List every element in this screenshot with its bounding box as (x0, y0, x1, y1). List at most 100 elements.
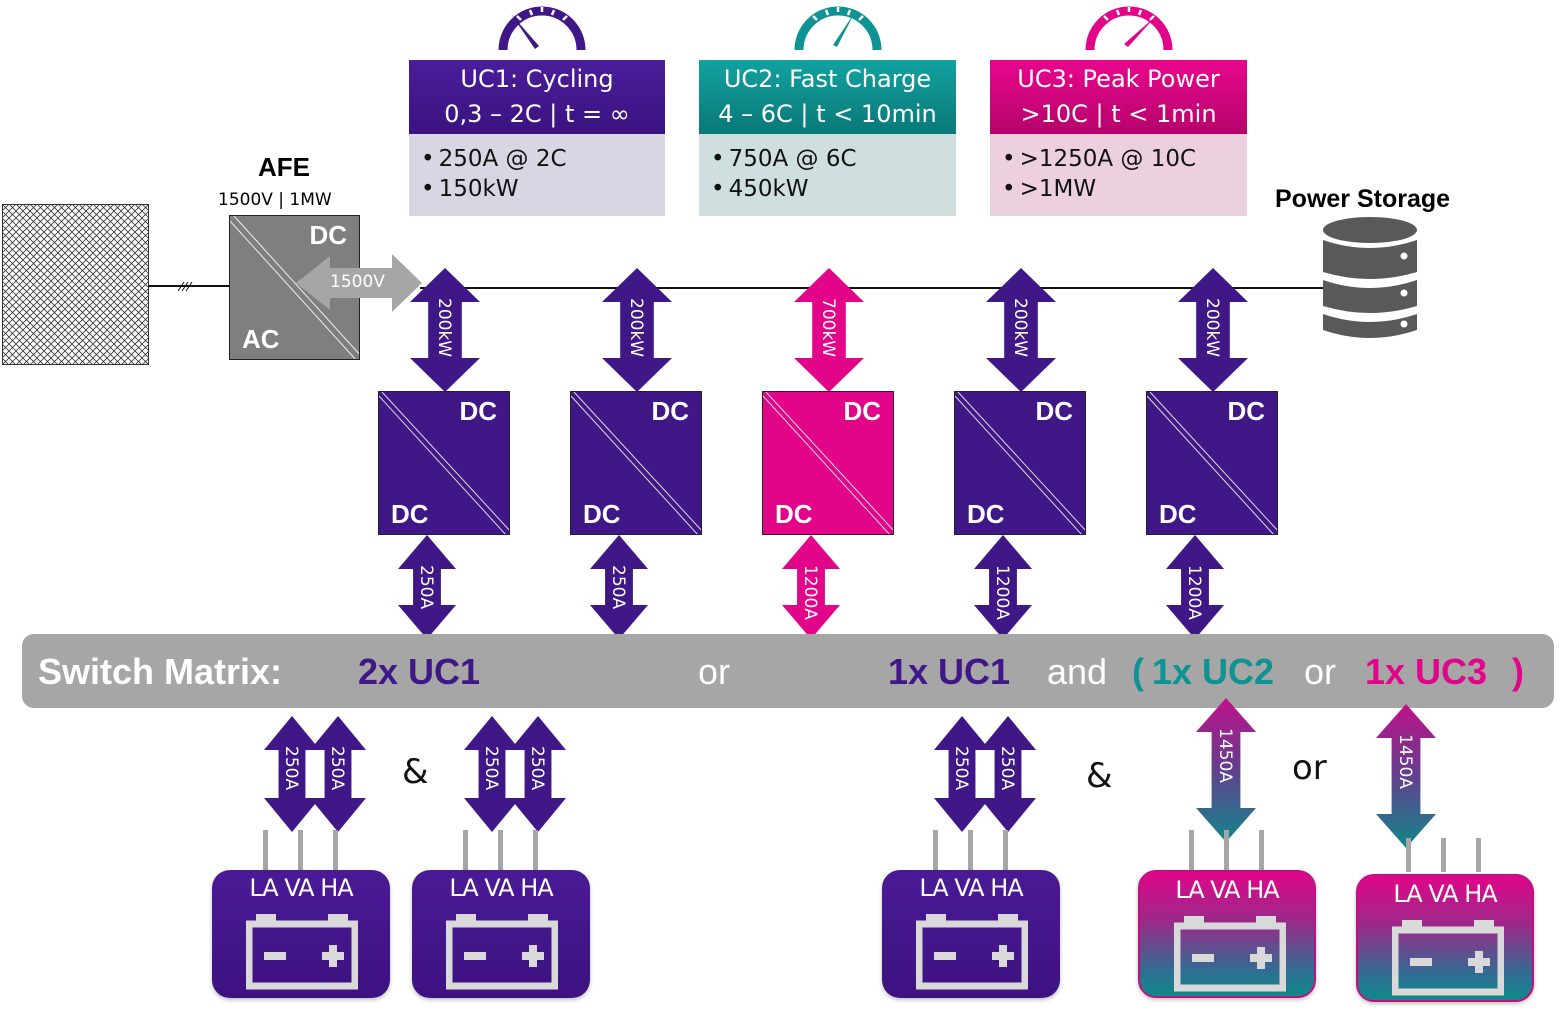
battery-terminal-labels: LA VA HA (1393, 880, 1497, 908)
converter-dc-bottom: DC (583, 499, 621, 529)
converter-input-arrow: 200kW (410, 268, 480, 392)
converter-dc-top: DC (843, 396, 881, 426)
bus-voltage-arrow (296, 254, 422, 312)
battery-icon (916, 914, 1028, 990)
converter-input-arrow: 700kW (794, 268, 864, 392)
converter-output-arrow: 250A (398, 535, 456, 639)
converter-dc-bottom: DC (1159, 499, 1197, 529)
high-current-arrow: 1450A (1376, 704, 1436, 848)
battery-terminal-pin (333, 830, 338, 872)
converter-output-arrow: 250A (590, 535, 648, 639)
uc2-details: 750A @ 6C 450kW (699, 134, 956, 216)
gauge-mid-icon (794, 6, 882, 51)
power-storage-title: Power Storage (1275, 185, 1451, 213)
database-icon (1323, 217, 1417, 338)
grid-connection-line (148, 281, 232, 292)
uc3-details: >1250A @ 10C >1MW (990, 134, 1247, 216)
converter-input-arrow: 200kW (986, 268, 1056, 392)
converter-input-arrow: 200kW (602, 268, 672, 392)
converter-output-arrow-label: 1200A (800, 565, 820, 620)
uc2-subtitle: 4 – 6C | t < 10min (718, 100, 937, 128)
battery-terminal-labels: LA VA HA (919, 874, 1023, 902)
uc3-header: UC3: Peak Power >10C | t < 1min (990, 60, 1247, 134)
pair-arrow-right-label: 250A (327, 746, 347, 791)
battery-icon (1392, 920, 1504, 996)
battery-terminal-pin (533, 830, 538, 872)
paren-close: ) (1512, 651, 1524, 692)
gauge-high-icon (1085, 6, 1173, 51)
uc1-details: 250A @ 2C 150kW (409, 134, 665, 216)
battery-under-test: LA VA HA (212, 870, 390, 998)
battery-terminal-pin (1003, 830, 1008, 872)
converter-output-arrow-label: 1200A (992, 565, 1012, 620)
afe-dc-label: DC (309, 220, 347, 250)
battery-terminal-labels: LA VA HA (249, 874, 353, 902)
uc3-bullet: >1MW (1002, 174, 1247, 204)
pair-arrow-left: 250A (264, 716, 320, 832)
converter-dc-top: DC (459, 396, 497, 426)
switch-matrix-bar: Switch Matrix: 2x UC1 or 1x UC1 and ( 1x… (22, 634, 1554, 708)
converter-input-arrow: 200kW (1178, 268, 1248, 392)
battery-icon (446, 914, 558, 990)
option-2x-uc1: 2x UC1 (358, 651, 481, 692)
dc-bus-line (420, 287, 1325, 289)
battery-terminal-pin (463, 830, 468, 872)
switch-matrix-label: Switch Matrix: (38, 651, 283, 692)
battery-icon (246, 914, 358, 990)
and-symbol: & (1086, 756, 1113, 796)
dc-dc-converter: DC DC (954, 391, 1086, 535)
converter-input-arrow-label: 200kW (626, 298, 646, 358)
battery-terminal-pin (1476, 838, 1481, 872)
battery-under-test: LA VA HA (412, 870, 590, 998)
dc-dc-converter: DC DC (1146, 391, 1278, 535)
uc2-bullet: 450kW (711, 174, 956, 204)
battery-under-test: LA VA HA (1138, 870, 1316, 998)
pair-arrow-left-label: 250A (951, 746, 971, 791)
and-separator: and (1047, 651, 1108, 692)
pair-arrow-right-label: 250A (527, 746, 547, 791)
option-1x-uc2: 1x UC2 (1152, 651, 1275, 692)
converter-output-arrow-label: 250A (608, 565, 628, 610)
battery-terminal-pin (1441, 838, 1446, 872)
uc1-bullet: 250A @ 2C (421, 144, 665, 174)
paren-open: ( (1132, 651, 1144, 692)
option-1x-uc1: 1x UC1 (888, 651, 1011, 692)
converter-input-arrow-label: 200kW (1202, 298, 1222, 358)
gauge-low-icon (498, 6, 586, 51)
or-separator: or (698, 651, 731, 692)
converter-output-arrow: 1200A (782, 535, 840, 639)
converter-output-arrow: 1200A (974, 535, 1032, 639)
uc3-subtitle: >10C | t < 1min (1020, 100, 1217, 128)
battery-terminal-pin (1224, 830, 1229, 872)
uc2-header: UC2: Fast Charge 4 – 6C | t < 10min (699, 60, 956, 134)
converter-output-arrow: 1200A (1166, 535, 1224, 639)
battery-under-test: LA VA HA (882, 870, 1060, 998)
battery-terminal-pin (1259, 830, 1264, 872)
battery-terminal-pin (933, 830, 938, 872)
converter-dc-bottom: DC (967, 499, 1005, 529)
afe-title: AFE (258, 152, 310, 182)
battery-terminal-pin (1406, 838, 1411, 872)
converter-output-arrow-label: 1200A (1184, 565, 1204, 620)
bus-voltage-label: 1500V (330, 272, 385, 292)
pair-arrow-left: 250A (934, 716, 990, 832)
high-current-arrow-label: 1450A (1215, 728, 1235, 783)
pair-arrow-right: 250A (980, 716, 1036, 832)
or-label: or (1292, 748, 1327, 788)
converter-input-arrow-label: 200kW (434, 298, 454, 358)
afe-ac-label: AC (242, 324, 280, 354)
pair-arrow-right-label: 250A (997, 746, 1017, 791)
dc-dc-converter: DC DC (570, 391, 702, 535)
afe-rating: 1500V | 1MW (218, 190, 332, 210)
pair-arrow-right: 250A (310, 716, 366, 832)
uc2-bullet: 750A @ 6C (711, 144, 956, 174)
uc1-subtitle: 0,3 – 2C | t = ∞ (444, 100, 630, 128)
uc1-header: UC1: Cycling 0,3 – 2C | t = ∞ (409, 60, 665, 134)
grid-block (2, 204, 149, 365)
battery-icon (1174, 916, 1286, 992)
dc-dc-converter: DC DC (762, 391, 894, 535)
converter-dc-top: DC (1227, 396, 1265, 426)
converter-dc-top: DC (651, 396, 689, 426)
battery-under-test: LA VA HA (1356, 874, 1534, 1002)
uc1-title: UC1: Cycling (460, 65, 614, 93)
